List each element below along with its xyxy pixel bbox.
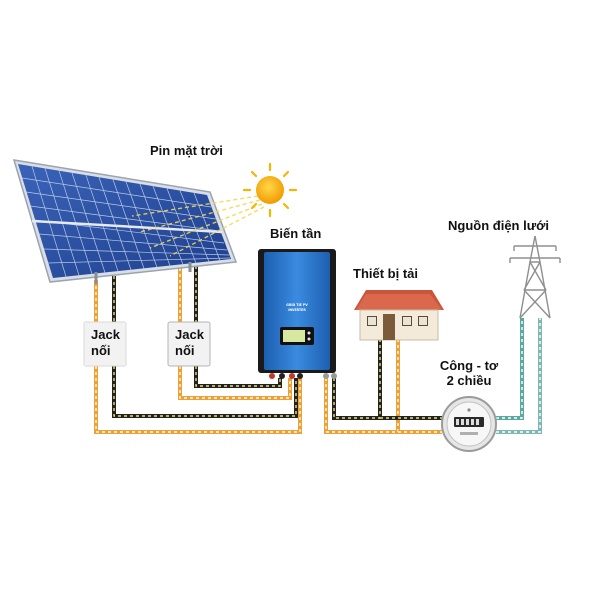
jack-box-1-label-line2: nối: [91, 343, 111, 358]
solar-panel-surface: [18, 164, 231, 278]
inverter-terminals: [269, 373, 337, 379]
jack-box-2: [167, 321, 211, 367]
meter-label-line1: Công - tơ: [439, 358, 499, 373]
grid-label: Nguồn điện lưới: [448, 218, 549, 233]
jack-box-1: [83, 321, 127, 367]
jack-box-1-label-line1: Jack: [91, 327, 120, 342]
wire-meter-grid-1-dash: [496, 318, 523, 419]
wire-panel-jack-group: [94, 266, 198, 322]
inverter-label: Biến tần: [270, 226, 322, 241]
power-tower-icon: [509, 235, 561, 319]
inverter-panel-line2: INVERTER: [288, 308, 306, 312]
meter-label-line2: 2 chiều: [446, 373, 492, 388]
sun-icon: [242, 162, 298, 218]
inverter: GRID TIE PV INVERTER: [258, 249, 337, 379]
wire-teal-group: [496, 318, 542, 434]
wire-inv-load-black-dash: [333, 340, 381, 419]
house-icon: [354, 290, 444, 341]
jack-box-2-label: Jack nối: [175, 327, 204, 359]
meter-icon: [441, 396, 497, 452]
wire-inv-load-orange-dash: [325, 340, 399, 433]
solar-panel-divider: [31, 219, 223, 234]
wire-inv-load-black: [332, 340, 382, 420]
inverter-panel-line1: GRID TIE PV: [286, 303, 308, 307]
jack-box-2-label-line1: Jack: [175, 327, 204, 342]
wire-jack1-black-dash: [113, 288, 297, 417]
wires: [94, 266, 542, 434]
solar-panel-label: Pin mặt trời: [150, 143, 223, 158]
jack-box-2-label-line2: nối: [175, 343, 195, 358]
meter-label: Công - tơ 2 chiều: [432, 358, 506, 388]
load-label: Thiết bị tải: [353, 266, 418, 281]
jack-box-1-label: Jack nối: [91, 327, 120, 359]
sun-rays: [131, 195, 265, 257]
wire-meter-grid-2-dash: [496, 318, 541, 433]
solar-panel: [12, 159, 265, 284]
